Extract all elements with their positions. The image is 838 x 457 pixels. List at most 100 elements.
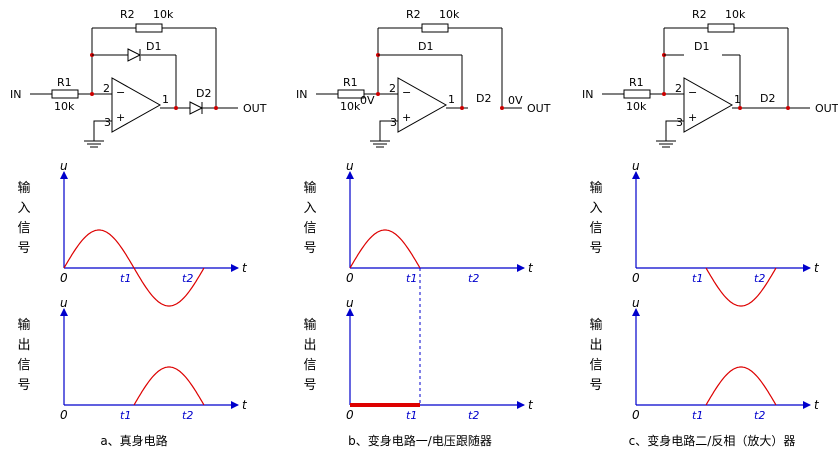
input-plot-caption-char: 号 [589, 241, 602, 256]
pin-2-label: 2 [103, 82, 110, 95]
d1-diode [127, 48, 142, 62]
op-amp-minus: − [402, 86, 411, 99]
op-amp-plus: + [402, 111, 411, 124]
output-plot-t-label: t [528, 398, 534, 412]
output-plot-t2-label: t2 [754, 409, 765, 422]
junction-dot [376, 92, 380, 96]
input-plot-t2-label: t2 [182, 272, 193, 285]
d2-label: D2 [476, 92, 491, 105]
input-plot-caption-char: 信 [303, 221, 316, 236]
d2-label: D2 [760, 92, 775, 105]
output-plot-caption-char: 号 [17, 378, 30, 393]
in-label: IN [582, 88, 593, 101]
input-plot-t-label: t [814, 261, 820, 275]
input-plot-t2-label: t2 [468, 272, 479, 285]
junction-dot [500, 106, 504, 110]
caption-b: b、变身电路一/电压跟随器 [348, 433, 492, 448]
input-plot-t1-label: t1 [120, 272, 131, 285]
output-plot-t1-label: t1 [406, 409, 417, 422]
output-plot-caption-char: 信 [303, 358, 316, 373]
r2-value: 10k [725, 8, 746, 21]
junction-dot [214, 106, 218, 110]
output-plot-t2-label: t2 [182, 409, 193, 422]
output-plot-t-label: t [814, 398, 820, 412]
op-amp-symbol [111, 77, 162, 133]
pin-1-label: 1 [448, 93, 455, 106]
input-signal [63, 229, 135, 269]
output-plot-origin-label: 0 [346, 408, 354, 422]
output-plot-u-label: u [346, 296, 354, 310]
r1-label: R1 [343, 76, 358, 89]
input-plot-caption-char: 信 [589, 221, 602, 236]
in-0v-label: 0V [360, 94, 375, 107]
pin-1-label: 1 [734, 93, 741, 106]
non-inverting-wire [665, 120, 684, 141]
input-plot-t2-label: t2 [754, 272, 765, 285]
r1-label: R1 [629, 76, 644, 89]
output-plot-origin-label: 0 [632, 408, 640, 422]
output-plot-origin-label: 0 [60, 408, 68, 422]
r1-value: 10k [54, 100, 75, 113]
input-plot-origin-label: 0 [632, 271, 640, 285]
output-plot-caption-char: 输 [17, 317, 30, 333]
out-0v-label: 0V [508, 94, 523, 107]
input-plot-caption-char: 入 [17, 201, 30, 216]
non-inverting-wire [93, 120, 112, 141]
output-plot-caption-char: 出 [303, 338, 316, 353]
input-plot-caption-char: 入 [589, 201, 602, 216]
r1-resistor [51, 89, 79, 99]
input-signal [133, 267, 205, 307]
output-plot-caption-char: 输 [303, 317, 316, 333]
op-amp-plus: + [688, 111, 697, 124]
pin-3-label: 3 [676, 116, 683, 129]
pin-3-label: 3 [390, 116, 397, 129]
output-plot-t1-label: t1 [120, 409, 131, 422]
r2-resistor [135, 23, 163, 33]
input-plot-origin-label: 0 [60, 271, 68, 285]
pin-2-label: 2 [675, 82, 682, 95]
junction-dot [460, 106, 464, 110]
op-amp-minus: − [116, 86, 125, 99]
output-plot-caption-char: 信 [17, 358, 30, 373]
output-plot-u-label: u [632, 296, 640, 310]
r1-resistor [623, 89, 651, 99]
caption-a: a、真身电路 [100, 433, 167, 448]
d2-label: D2 [196, 87, 211, 100]
r1-value: 10k [340, 100, 361, 113]
r2-value: 10k [439, 8, 460, 21]
r2-resistor [421, 23, 449, 33]
op-amp-symbol [683, 77, 734, 133]
op-amp-minus: − [688, 86, 697, 99]
output-plot-t2-label: t2 [468, 409, 479, 422]
pin-2-label: 2 [389, 82, 396, 95]
out-label: OUT [243, 102, 267, 115]
r2-resistor [707, 23, 735, 33]
pin-1-label: 1 [162, 93, 169, 106]
input-signal [705, 267, 777, 307]
r2-label: R2 [406, 8, 421, 21]
output-plot-t-label: t [242, 398, 248, 412]
d1-label: D1 [146, 40, 161, 53]
input-plot-caption-char: 输 [589, 180, 602, 196]
input-plot-origin-label: 0 [346, 271, 354, 285]
junction-dot [174, 106, 178, 110]
output-plot-caption-char: 号 [589, 378, 602, 393]
r2-value: 10k [153, 8, 174, 21]
output-plot-t1-label: t1 [692, 409, 703, 422]
r1-value: 10k [626, 100, 647, 113]
input-plot-t1-label: t1 [692, 272, 703, 285]
r1-label: R1 [57, 76, 72, 89]
input-plot-t1-label: t1 [406, 272, 417, 285]
input-plot-u-label: u [60, 159, 68, 173]
op-amp-symbol [397, 77, 448, 133]
out-label: OUT [527, 102, 551, 115]
input-plot-caption-char: 输 [17, 180, 30, 196]
input-plot-t-label: t [528, 261, 534, 275]
input-plot-caption-char: 入 [303, 201, 316, 216]
input-plot-u-label: u [346, 159, 354, 173]
